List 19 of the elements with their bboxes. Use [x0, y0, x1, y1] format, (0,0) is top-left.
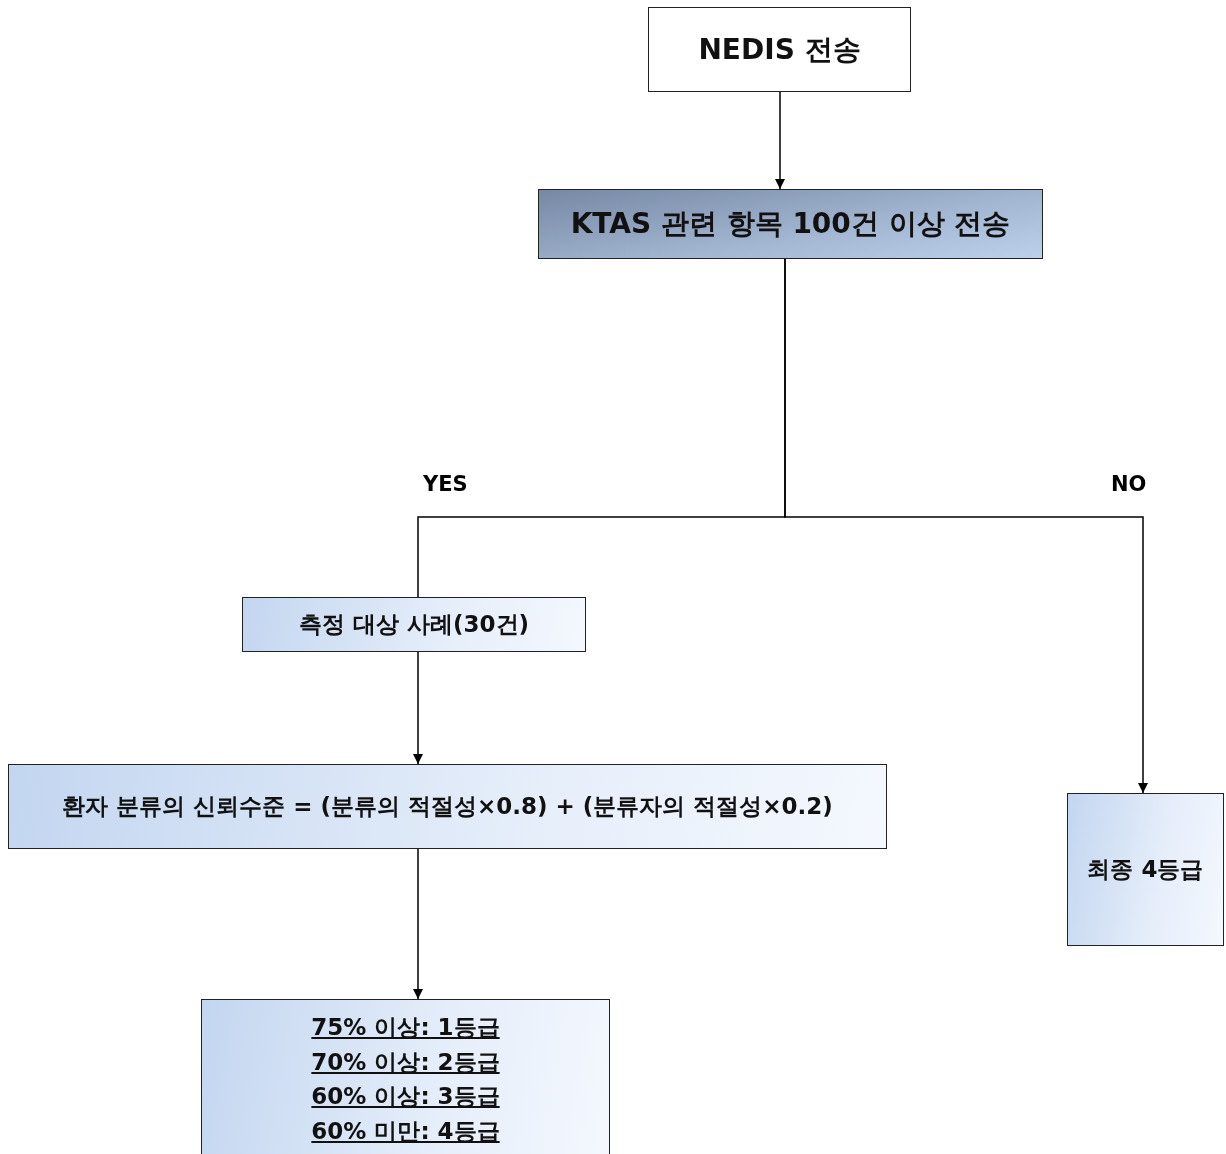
box-label: NEDIS 전송	[698, 31, 861, 68]
grade-line: 75% 이상: 1등급	[311, 1013, 500, 1042]
arrow	[413, 651, 423, 765]
box-label: KTAS 관련 항목 100건 이상 전송	[570, 206, 1011, 242]
result-box	[1067, 793, 1224, 946]
process-box	[648, 7, 911, 92]
grade-line: 60% 이상: 3등급	[311, 1082, 500, 1111]
grade-box	[201, 999, 610, 1154]
arrow	[413, 848, 423, 1000]
box-label: 측정 대상 사례(30건)	[298, 610, 529, 639]
box-label: 최종 4등급	[1087, 855, 1204, 884]
formula-box	[8, 764, 887, 849]
process-box	[242, 597, 586, 652]
grade-line: 70% 이상: 2등급	[311, 1047, 500, 1077]
arrow	[784, 258, 1148, 794]
decision-box	[538, 189, 1043, 259]
arrow	[775, 91, 785, 190]
grade-line: 60% 미만: 4등급	[311, 1116, 500, 1146]
box-label: 환자 분류의 신뢰수준 = (분류의 적절성×0.8) + (분류자의 적절성×0.2)	[62, 792, 833, 821]
